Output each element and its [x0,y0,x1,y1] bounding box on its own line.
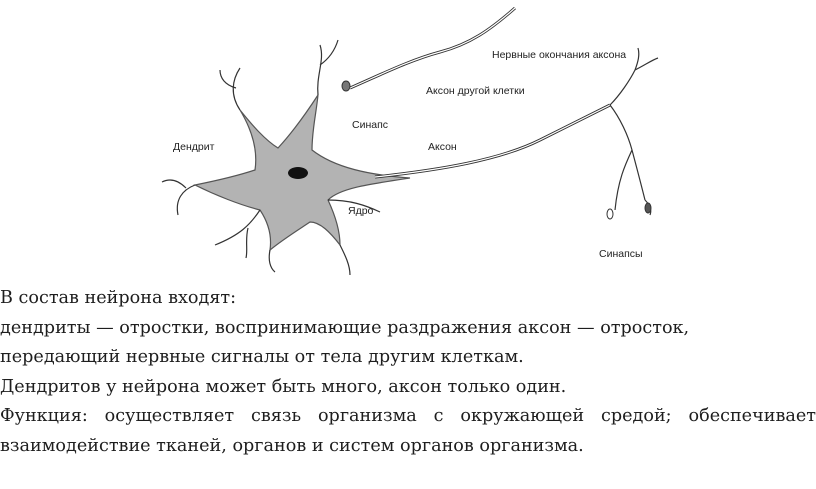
text-line-dendrites: дендриты — отростки, воспринимающие разд… [0,317,690,338]
axon [374,103,611,179]
text-line-function: Функция: осуществляет связь организма с … [0,406,816,426]
other-cell-axon [349,6,516,90]
text-line-intro: В состав нейрона входят: [0,288,237,308]
dendrites [161,39,381,276]
synapse-right [644,202,652,214]
label-synapse: Синапс [352,119,388,131]
label-synapses: Синапсы [599,248,643,260]
description-text: В состав нейрона входят: дендриты — отро… [0,284,816,461]
text-line-interaction: взаимодействие тканей, органов и систем … [0,435,584,456]
synapse-left [606,208,614,220]
label-nerve-endings: Нервные окончания аксона [492,49,626,61]
label-dendrite: Дендрит [173,141,215,153]
axon-terminals [609,47,659,216]
synapse-top [341,80,351,92]
neuron-diagram: Нервные окончания аксона Аксон другой кл… [161,6,659,276]
text-line-axon: передающий нервные сигналы от тела други… [0,347,524,367]
label-nucleus: Ядро [348,205,374,217]
text-line-count: Дендритов у нейрона может быть много, ак… [0,376,567,397]
label-other-axon: Аксон другой клетки [426,85,525,97]
label-axon: Аксон [428,141,457,153]
nucleus [288,167,308,179]
